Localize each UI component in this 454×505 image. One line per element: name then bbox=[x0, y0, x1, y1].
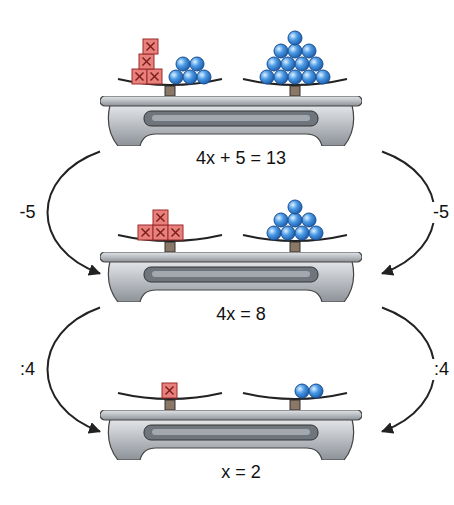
curved-arrow bbox=[48, 151, 101, 273]
equation-text: 4x + 5 = 13 bbox=[100, 146, 382, 171]
pan-stand bbox=[290, 242, 300, 252]
scale-rim bbox=[100, 410, 362, 420]
curved-arrow bbox=[382, 307, 435, 431]
ball bbox=[295, 57, 309, 71]
operation-label: -5 bbox=[17, 202, 37, 224]
ball bbox=[197, 70, 211, 84]
ball bbox=[274, 70, 288, 84]
scale-body bbox=[100, 252, 362, 302]
balance-scale: 4x + 5 = 13 bbox=[100, 96, 382, 173]
ball bbox=[267, 226, 281, 240]
ball bbox=[302, 44, 316, 58]
scale-housing bbox=[108, 261, 353, 302]
ball bbox=[302, 70, 316, 84]
ball bbox=[176, 57, 190, 71]
scale-slot bbox=[144, 267, 318, 282]
scale-slot bbox=[144, 111, 318, 126]
ball bbox=[274, 213, 288, 227]
ball bbox=[309, 57, 323, 71]
curved-arrow bbox=[48, 307, 101, 431]
ball bbox=[260, 70, 274, 84]
ball bbox=[288, 44, 302, 58]
ball bbox=[288, 70, 302, 84]
pan bbox=[243, 393, 347, 399]
ball bbox=[274, 44, 288, 58]
pan-stands bbox=[165, 86, 300, 410]
pan-stand bbox=[165, 400, 175, 410]
unknown-box bbox=[143, 39, 158, 54]
ball bbox=[288, 213, 302, 227]
ball bbox=[302, 213, 316, 227]
curved-arrow bbox=[382, 151, 435, 273]
scale-slot-highlight bbox=[152, 271, 310, 277]
operation-label: :4 bbox=[432, 359, 451, 381]
scale-rim bbox=[100, 252, 362, 262]
ball bbox=[295, 384, 309, 398]
ball bbox=[169, 70, 183, 84]
pan-stand bbox=[165, 86, 175, 96]
operation-label: -5 bbox=[431, 202, 451, 224]
unknown-box bbox=[153, 210, 168, 225]
unknown-box bbox=[138, 225, 153, 240]
scale-body bbox=[100, 410, 362, 460]
pan-stand bbox=[290, 400, 300, 410]
ball bbox=[183, 70, 197, 84]
unknown-boxes bbox=[132, 39, 183, 398]
pan-stand bbox=[165, 242, 175, 252]
equation-text: x = 2 bbox=[100, 460, 382, 485]
ball bbox=[295, 226, 309, 240]
scale-slot bbox=[144, 425, 318, 440]
pan-stand bbox=[290, 86, 300, 96]
unknown-box bbox=[147, 69, 162, 84]
scale-slot-highlight bbox=[152, 115, 310, 121]
ball bbox=[309, 384, 323, 398]
ball bbox=[288, 31, 302, 45]
ball bbox=[267, 57, 281, 71]
operation-label: :4 bbox=[18, 359, 37, 381]
unknown-box bbox=[132, 69, 147, 84]
ball bbox=[309, 226, 323, 240]
scale-housing bbox=[108, 105, 353, 146]
ball bbox=[288, 200, 302, 214]
unknown-box bbox=[162, 383, 177, 398]
ball bbox=[190, 57, 204, 71]
ball bbox=[281, 226, 295, 240]
unknown-box bbox=[153, 225, 168, 240]
balance-scale: x = 2 bbox=[100, 410, 382, 487]
ball bbox=[281, 57, 295, 71]
ball bbox=[316, 70, 330, 84]
balls bbox=[169, 31, 330, 398]
balance-scale: 4x = 8 bbox=[100, 252, 382, 329]
pan bbox=[243, 235, 347, 241]
unknown-box bbox=[168, 225, 183, 240]
unknown-box bbox=[139, 54, 154, 69]
scale-body bbox=[100, 96, 362, 146]
equation-text: 4x = 8 bbox=[100, 302, 382, 327]
scale-housing bbox=[108, 419, 353, 460]
scale-rim bbox=[100, 96, 362, 106]
scale-slot-highlight bbox=[152, 429, 310, 435]
